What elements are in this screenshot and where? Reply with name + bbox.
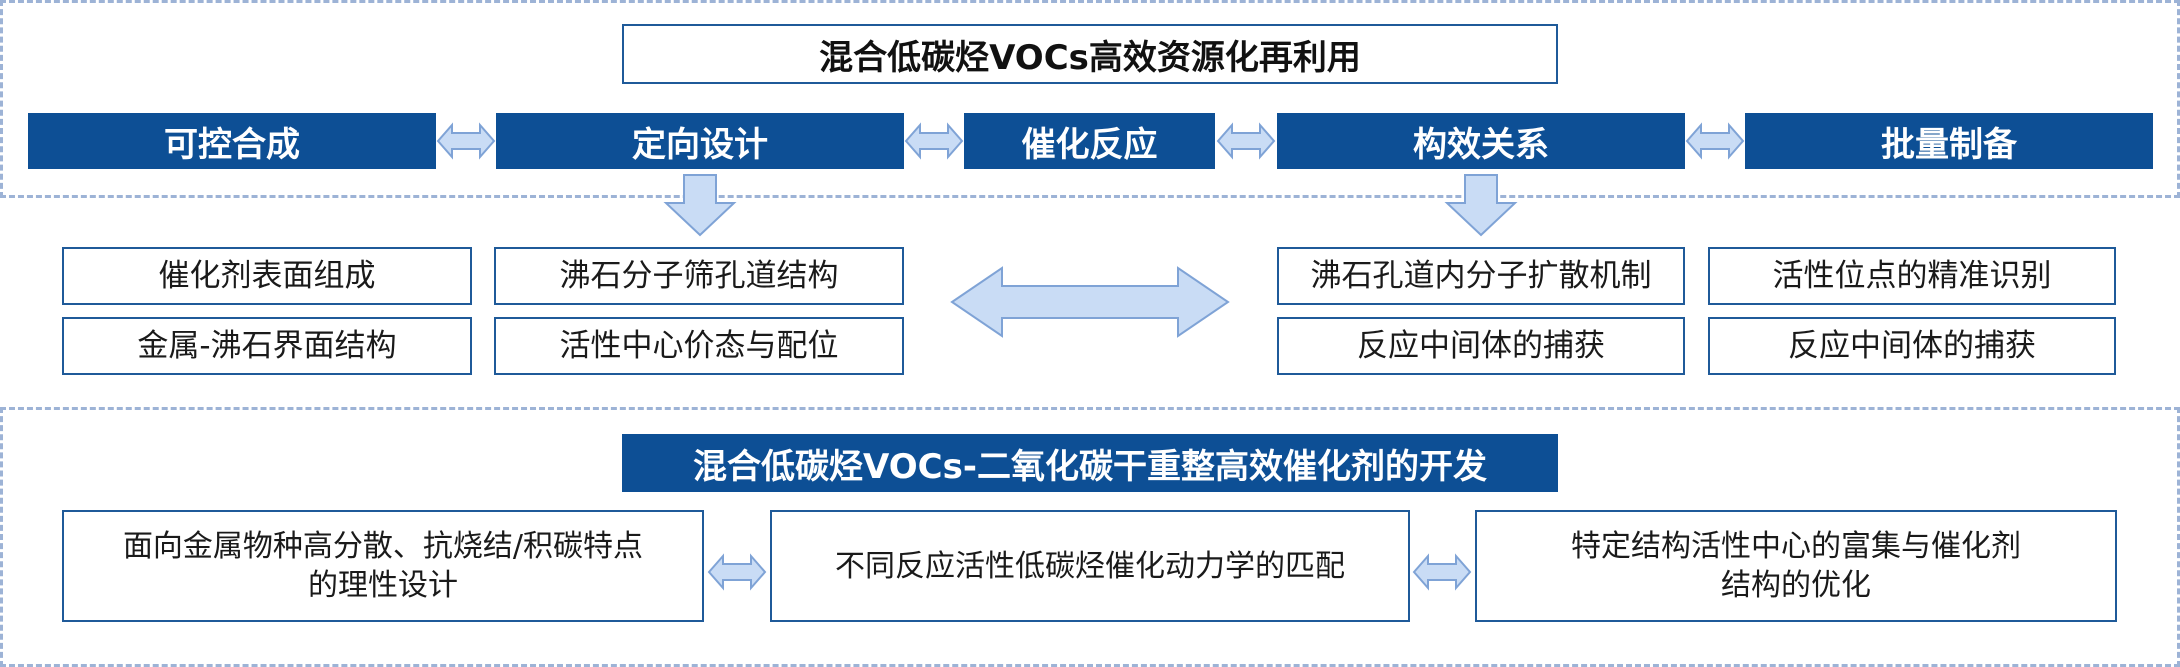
middle-left-box: 活性中心价态与配位 bbox=[494, 317, 904, 375]
double-arrow-icon bbox=[904, 122, 964, 160]
middle-right-box: 沸石孔道内分子扩散机制 bbox=[1277, 247, 1685, 305]
bottom-box-structure-optimization: 特定结构活性中心的富集与催化剂 结构的优化 bbox=[1475, 510, 2117, 622]
bottom-box-kinetics-matching: 不同反应活性低碳烃催化动力学的匹配 bbox=[770, 510, 1410, 622]
double-arrow-icon bbox=[707, 553, 767, 591]
top-dashed-frame bbox=[0, 0, 2180, 198]
double-arrow-icon bbox=[1685, 122, 1745, 160]
middle-left-box: 沸石分子筛孔道结构 bbox=[494, 247, 904, 305]
big-double-arrow-icon bbox=[950, 266, 1230, 338]
down-arrow-icon bbox=[1444, 174, 1518, 237]
stage-box-reaction: 催化反应 bbox=[964, 113, 1215, 169]
stage-box-structure-activity: 构效关系 bbox=[1277, 113, 1685, 169]
double-arrow-icon bbox=[1412, 553, 1472, 591]
middle-right-box: 反应中间体的捕获 bbox=[1708, 317, 2116, 375]
bottom-dashed-frame bbox=[0, 407, 2180, 667]
down-arrow-icon bbox=[663, 174, 737, 237]
middle-left-box: 催化剂表面组成 bbox=[62, 247, 472, 305]
bottom-box-rational-design: 面向金属物种高分散、抗烧结/积碳特点 的理性设计 bbox=[62, 510, 704, 622]
middle-right-box: 活性位点的精准识别 bbox=[1708, 247, 2116, 305]
bottom-title: 混合低碳烃VOCs-二氧化碳干重整高效催化剂的开发 bbox=[622, 434, 1558, 492]
double-arrow-icon bbox=[1216, 122, 1276, 160]
header-title: 混合低碳烃VOCs高效资源化再利用 bbox=[622, 24, 1558, 84]
stage-box-synthesis: 可控合成 bbox=[28, 113, 436, 169]
middle-right-box: 反应中间体的捕获 bbox=[1277, 317, 1685, 375]
stage-box-batch-prep: 批量制备 bbox=[1745, 113, 2153, 169]
middle-left-box: 金属-沸石界面结构 bbox=[62, 317, 472, 375]
double-arrow-icon bbox=[436, 122, 496, 160]
stage-box-design: 定向设计 bbox=[496, 113, 904, 169]
